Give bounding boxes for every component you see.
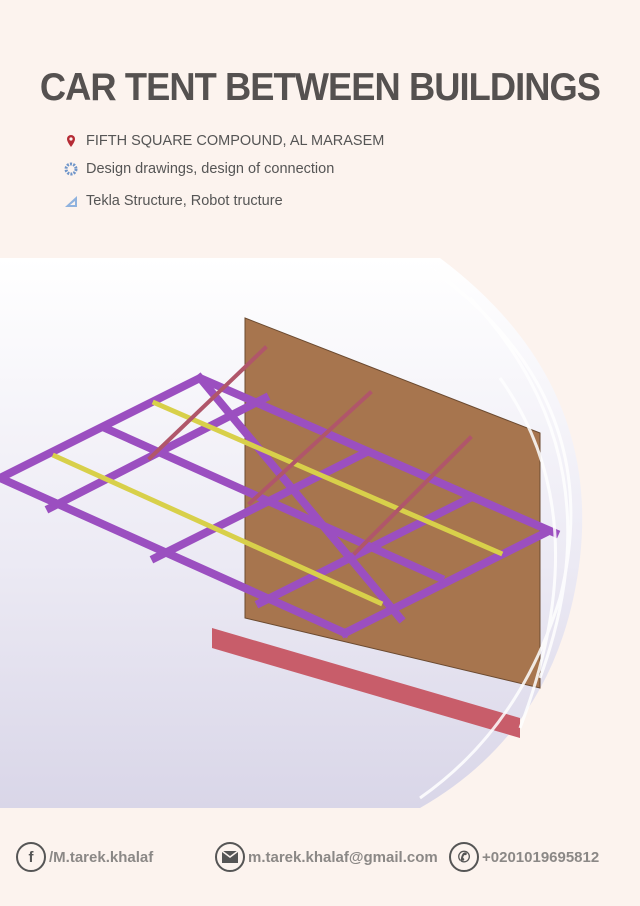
- detail-software-text: Tekla Structure, Robot tructure: [86, 193, 283, 209]
- brush-strokes: [419, 266, 573, 800]
- phone-contact[interactable]: ✆ +0201019695812: [449, 842, 599, 872]
- roof-frame: [0, 345, 561, 639]
- facebook-icon: f: [16, 842, 46, 872]
- detail-software: Tekla Structure, Robot tructure: [64, 193, 283, 209]
- detail-location: FIFTH SQUARE COMPOUND, AL MARASEM: [64, 133, 384, 149]
- gear-icon: [64, 162, 78, 176]
- facebook-contact[interactable]: f /M.tarek.khalaf: [16, 842, 153, 872]
- email-address[interactable]: m.tarek.khalaf@gmail.com: [248, 848, 438, 866]
- set-square-icon: [65, 196, 77, 207]
- page-title: CAR TENT BETWEEN BUILDINGS: [39, 66, 601, 109]
- facebook-handle[interactable]: /M.tarek.khalaf: [49, 848, 154, 866]
- detail-scope: Design drawings, design of connection: [64, 161, 334, 177]
- detail-scope-text: Design drawings, design of connection: [86, 161, 335, 177]
- structure-illustration: [0, 258, 583, 808]
- wall: [212, 317, 541, 738]
- detail-location-text: FIFTH SQUARE COMPOUND, AL MARASEM: [86, 133, 385, 149]
- location-pin-icon: [67, 135, 75, 147]
- phone-icon: ✆: [449, 842, 479, 872]
- mail-icon: [215, 842, 245, 872]
- phone-number[interactable]: +0201019695812: [482, 848, 600, 866]
- contact-bar: f /M.tarek.khalaf m.tarek.khalaf@gmail.c…: [0, 842, 640, 882]
- email-contact[interactable]: m.tarek.khalaf@gmail.com: [215, 842, 438, 872]
